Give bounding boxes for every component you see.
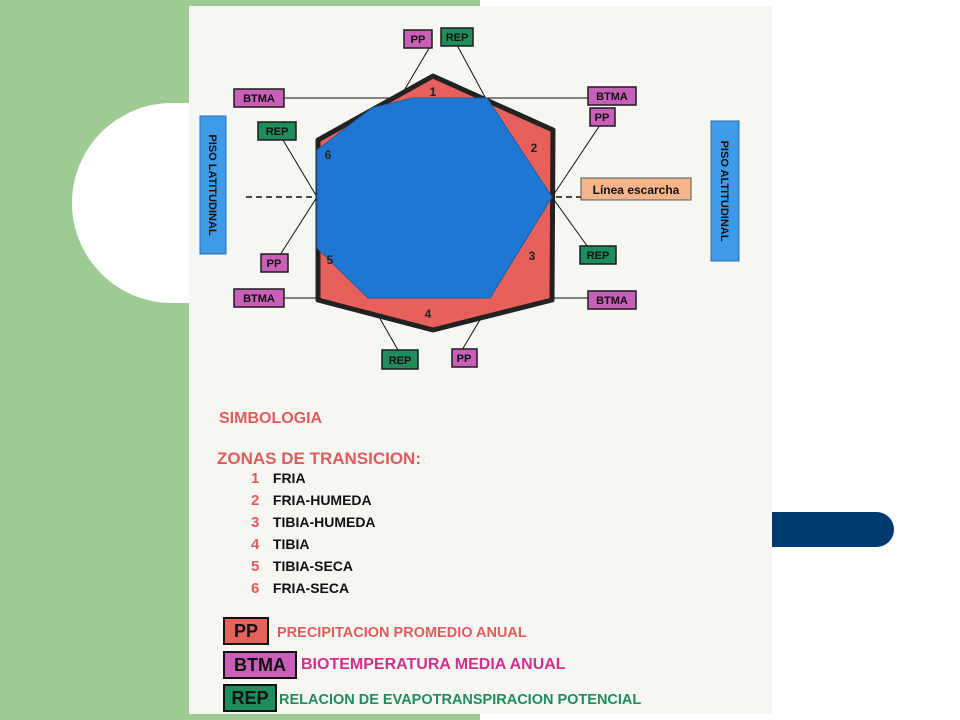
zone-item: 5 TIBIA-SECA xyxy=(251,558,353,575)
zone-item-number: 1 xyxy=(251,470,260,487)
btma-key-box: BTMA xyxy=(223,651,297,679)
rep-tag-left xyxy=(257,121,297,141)
zone-item: 6 FRIA-SECA xyxy=(251,580,349,597)
rep-tag-bottom-label: REP xyxy=(389,355,412,367)
zone-item: 3 TIBIA-HUMEDA xyxy=(251,514,376,531)
symbology-heading: SIMBOLOGIA xyxy=(219,410,323,427)
life-zone-octagon xyxy=(316,97,553,299)
rep-key-text: RELACION DE EVAPOTRANSPIRACION POTENCIAL xyxy=(279,692,642,708)
pp-tag-top-left xyxy=(403,29,433,49)
pp-tag-right-label: PP xyxy=(595,112,610,124)
pp-tag-top-left-label: PP xyxy=(411,34,426,46)
zone-item-name: TIBIA-SECA xyxy=(272,558,354,574)
rep-tag-right-label: REP xyxy=(587,250,610,262)
background-navy-bar xyxy=(762,512,894,547)
zone-item: 1 FRIA xyxy=(251,470,306,487)
rep-tag-left-label: REP xyxy=(266,126,289,138)
rep-tag-right xyxy=(579,245,617,265)
pp-tag-left-label: PP xyxy=(267,258,282,270)
pp-tag-bottom xyxy=(451,348,478,368)
zone-item: 4 TIBIA xyxy=(251,536,309,553)
latitudinal-floor-label-box xyxy=(199,115,227,255)
pp-tag-right xyxy=(589,107,616,127)
zone-item: 2 FRIA-HUMEDA xyxy=(251,492,372,509)
rep-tag-top-label: REP xyxy=(446,32,469,44)
pp-tag-bottom-label: PP xyxy=(457,353,472,365)
altitudinal-floor-label-box xyxy=(710,120,740,262)
btma-tag-lower-right-label: BTMA xyxy=(596,295,628,307)
pp-tag-left xyxy=(260,253,289,273)
zone-item-number: 3 xyxy=(251,514,260,531)
pp-key-box: PP xyxy=(223,617,269,645)
zone-item-name: FRIA-HUMEDA xyxy=(272,492,372,508)
rep-tag-top xyxy=(440,27,474,47)
zone-item-number: 2 xyxy=(251,492,260,509)
rep-tag-bottom xyxy=(381,349,419,370)
zone-number-5: 5 xyxy=(327,253,334,267)
zone-item-number: 4 xyxy=(251,536,260,553)
rep-key-box: REP xyxy=(223,684,277,712)
btma-tag-upper-right-label: BTMA xyxy=(596,91,628,103)
zone-number-2: 2 xyxy=(531,141,538,155)
zone-number-6: 6 xyxy=(325,148,332,162)
zone-item-number: 6 xyxy=(251,580,260,597)
zone-number-3: 3 xyxy=(529,249,536,263)
zone-number-4: 4 xyxy=(425,307,432,321)
zone-number-1: 1 xyxy=(430,85,437,99)
frost-line-tag-label: Línea escarcha xyxy=(593,183,680,197)
zone-item-number: 5 xyxy=(251,558,260,575)
btma-tag-upper-left xyxy=(233,88,285,108)
btma-key-text: BIOTEMPERATURA MEDIA ANUAL xyxy=(301,656,566,673)
btma-tag-upper-right xyxy=(587,86,637,106)
zones-heading: ZONAS DE TRANSICION: xyxy=(217,449,421,468)
latitudinal-floor-label: PISO LATITUDINAL xyxy=(206,134,218,236)
frost-line-tag xyxy=(580,177,692,201)
zone-item-name: TIBIA xyxy=(272,536,310,552)
pp-key-text: PRECIPITACION PROMEDIO ANUAL xyxy=(277,625,527,641)
btma-tag-lower-right xyxy=(587,290,637,310)
zone-item-name: TIBIA-HUMEDA xyxy=(272,514,376,530)
zone-item-name: FRIA xyxy=(272,470,306,486)
btma-tag-upper-left-label: BTMA xyxy=(243,93,275,105)
btma-tag-lower-left xyxy=(233,288,285,308)
zone-item-name: FRIA-SECA xyxy=(272,580,350,596)
btma-tag-lower-left-label: BTMA xyxy=(243,293,275,305)
altitudinal-floor-label: PISO ALTITUDINAL xyxy=(718,141,730,242)
